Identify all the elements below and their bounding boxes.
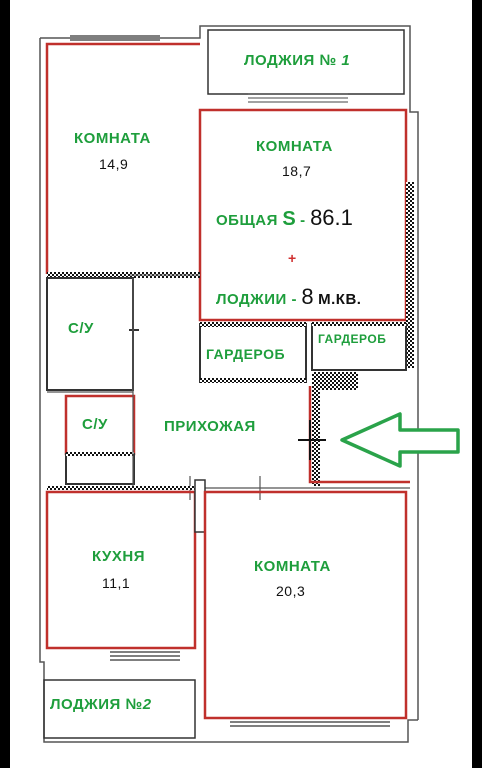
kitchen-label: КУХНЯ	[92, 548, 145, 565]
loggia-1-label: ЛОДЖИЯ № 1	[244, 52, 351, 69]
bath-1-label: С/У	[68, 320, 94, 337]
room-2-label: КОМНАТА	[256, 138, 333, 155]
total-area-line: ОБЩАЯ S - 86.1	[216, 205, 353, 231]
floor-plan-drawing	[39, 25, 460, 743]
room-3-window	[230, 721, 390, 727]
outer-walls	[39, 25, 419, 743]
entry-outline	[308, 386, 410, 484]
loggia-2-label: ЛОДЖИЯ №2	[50, 696, 152, 713]
loggia-area-line: ЛОДЖИИ - 8 М.КВ.	[216, 284, 361, 310]
room-2-area: 18,7	[282, 163, 312, 179]
loggia-1-door	[248, 93, 348, 103]
hall-wall-bottom	[47, 486, 200, 490]
loggia-area-prefix: ЛОДЖИИ -	[216, 291, 297, 308]
structural-column	[194, 479, 206, 533]
wardrobe-1-wall	[200, 322, 306, 327]
plus-sign: +	[288, 250, 297, 266]
partition-wall-top	[47, 272, 200, 278]
wardrobe-1-label: ГАРДЕРОБ	[206, 346, 286, 362]
bath-2-wall	[66, 452, 134, 456]
room-1-area: 14,9	[99, 156, 129, 172]
total-area-symbol: S	[282, 208, 296, 230]
bath-2-label: С/У	[82, 416, 108, 433]
wardrobe-2-label: ГАРДЕРОБ	[318, 332, 387, 346]
room-1-window	[70, 35, 160, 41]
room-3-outline	[203, 490, 408, 720]
hall-label: ПРИХОЖАЯ	[164, 418, 256, 435]
room-2-right-wall	[406, 182, 414, 368]
loggia-area-unit: М.КВ.	[318, 291, 362, 308]
entry-wall-left	[312, 388, 320, 486]
bath-2-service-block	[65, 453, 135, 485]
total-area-prefix: ОБЩАЯ	[216, 212, 278, 229]
room-3-label: КОМНАТА	[254, 558, 331, 575]
floor-plan-sheet: КОМНАТА 14,9 КОМНАТА 18,7 ОБЩАЯ S - 86.1…	[10, 0, 472, 768]
kitchen-door	[110, 651, 180, 661]
room-1-outline	[45, 42, 200, 274]
wardrobe-2-outline	[311, 323, 407, 371]
total-area-dash: -	[300, 212, 306, 229]
wardrobe-2-wall	[312, 322, 406, 326]
kitchen-area: 11,1	[102, 575, 131, 591]
loggia-2-outline	[43, 679, 196, 739]
entrance-arrow	[340, 412, 460, 468]
room-1-label: КОМНАТА	[74, 130, 151, 147]
entry-wall	[312, 372, 358, 390]
total-area-value: 86.1	[310, 205, 353, 230]
loggia-area-value: 8	[301, 284, 314, 309]
hall-partitions	[47, 278, 410, 500]
room-3-area: 20,3	[276, 583, 306, 599]
kitchen-outline	[45, 490, 197, 650]
wardrobe-1-wall-bottom	[200, 378, 306, 383]
